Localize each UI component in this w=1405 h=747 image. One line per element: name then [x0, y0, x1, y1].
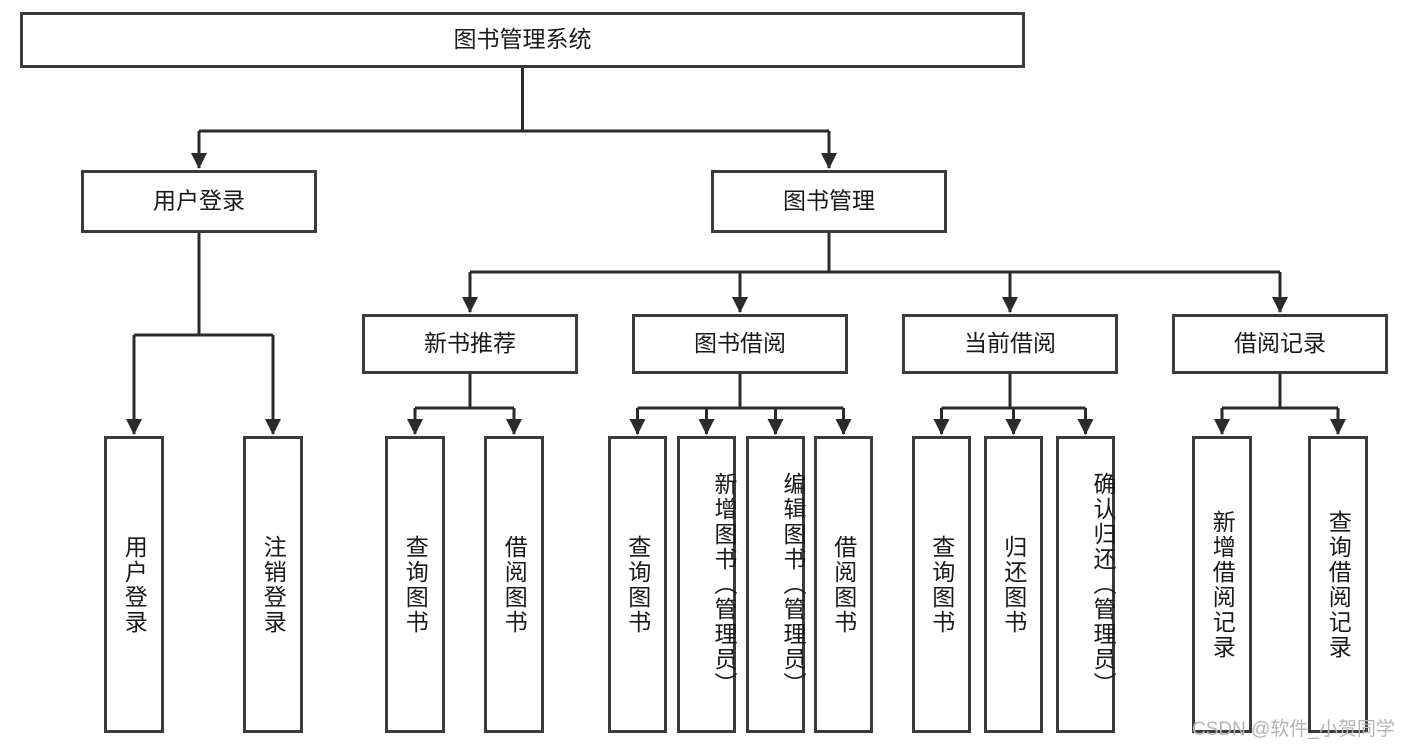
arrow-head-icon — [1214, 419, 1230, 435]
node-label-root: 图书管理系统 — [454, 26, 592, 52]
node-box-leaf-query-record[interactable] — [1308, 436, 1368, 733]
node-box-leaf-borrow-book-b[interactable] — [814, 436, 873, 733]
node-label-borrow-record: 借阅记录 — [1234, 330, 1326, 356]
node-box-leaf-logout[interactable] — [243, 436, 303, 733]
node-label-new-book-recommend: 新书推荐 — [424, 330, 516, 356]
node-box-leaf-borrow-book-a[interactable] — [484, 436, 544, 733]
arrow-head-icon — [265, 419, 281, 435]
node-box-new-book-recommend[interactable] — [362, 314, 578, 374]
arrow-head-icon — [506, 419, 522, 435]
node-box-leaf-query-book-b[interactable] — [608, 436, 667, 733]
arrow-head-icon — [629, 419, 646, 435]
node-boxes — [20, 12, 1388, 733]
node-label-book-borrow: 图书借阅 — [694, 330, 786, 356]
arrow-head-icon — [933, 419, 950, 435]
arrow-head-icon — [698, 419, 715, 435]
arrow-head-icon — [835, 419, 852, 435]
node-box-user-login[interactable] — [81, 170, 317, 233]
arrow-head-icon — [462, 297, 478, 313]
arrow-head-icon — [1077, 419, 1094, 435]
node-box-book-manage[interactable] — [711, 170, 947, 233]
node-box-leaf-query-book-c[interactable] — [912, 436, 971, 733]
node-box-leaf-confirm-return[interactable] — [1056, 436, 1115, 733]
arrow-head-icon — [821, 153, 837, 169]
node-box-leaf-query-book-a[interactable] — [385, 436, 445, 733]
arrow-head-icon — [407, 419, 423, 435]
node-box-current-borrow[interactable] — [902, 314, 1118, 374]
node-box-leaf-edit-book[interactable] — [746, 436, 805, 733]
arrow-head-icon — [732, 297, 748, 313]
arrow-head-icon — [1002, 297, 1018, 313]
arrow-head-icon — [1272, 297, 1288, 313]
arrow-head-icon — [767, 419, 784, 435]
node-box-root[interactable] — [20, 12, 1025, 68]
node-box-book-borrow[interactable] — [632, 314, 848, 374]
node-box-leaf-add-book[interactable] — [677, 436, 736, 733]
node-label-user-login: 用户登录 — [153, 188, 245, 214]
node-box-leaf-user-login[interactable] — [104, 436, 164, 733]
arrow-head-icon — [1330, 419, 1346, 435]
node-box-borrow-record[interactable] — [1172, 314, 1388, 374]
arrow-head-icon — [126, 419, 142, 435]
arrow-head-icon — [1005, 419, 1022, 435]
node-box-leaf-add-record[interactable] — [1192, 436, 1252, 733]
node-box-leaf-return-book[interactable] — [984, 436, 1043, 733]
node-label-current-borrow: 当前借阅 — [964, 330, 1056, 356]
node-label-book-manage: 图书管理 — [783, 188, 875, 214]
connector-lines — [126, 68, 1346, 435]
arrow-head-icon — [191, 153, 207, 169]
